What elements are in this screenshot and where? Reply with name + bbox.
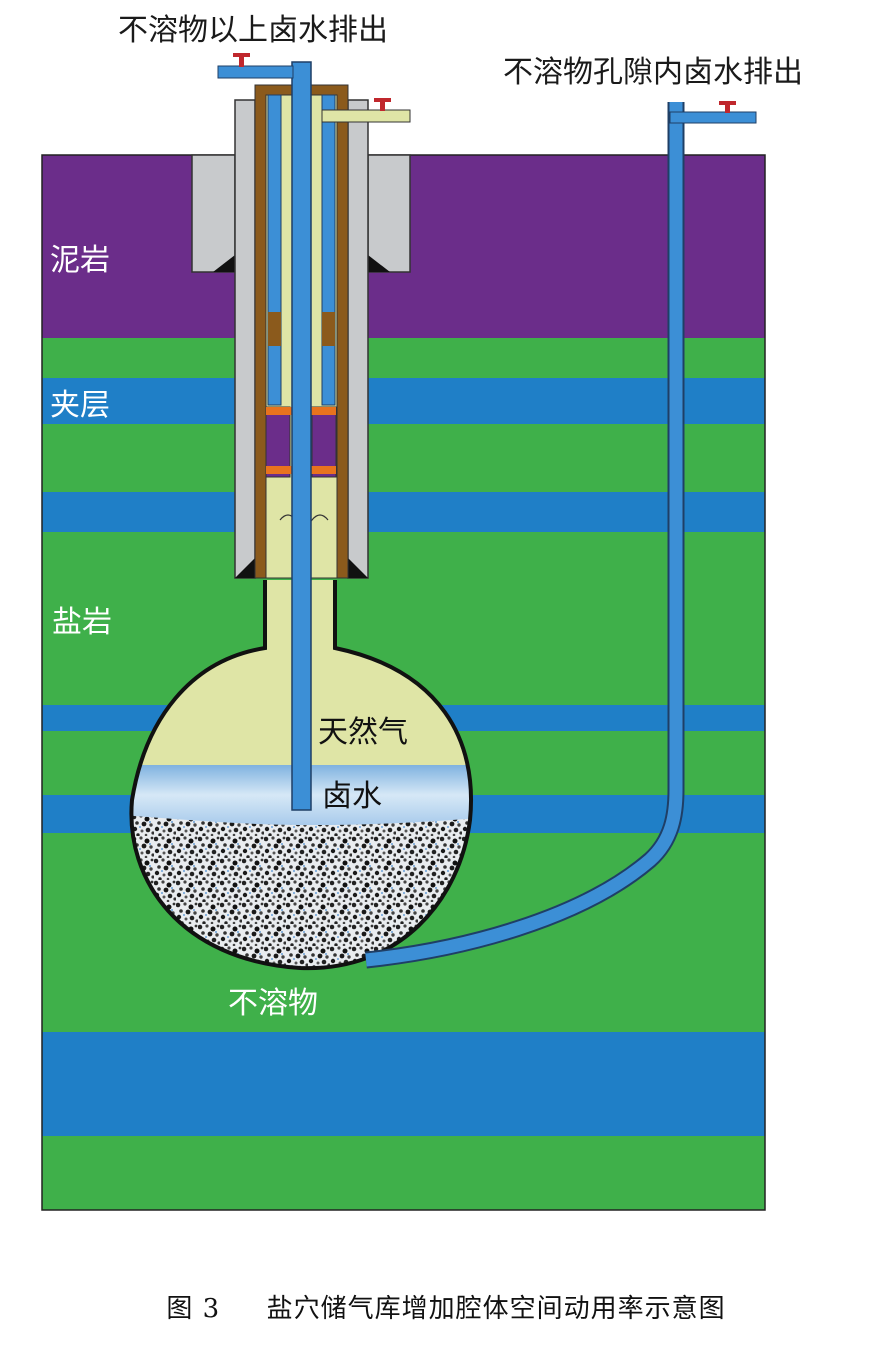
annulus-outlet-valve-icon[interactable]: [374, 98, 391, 111]
casing-shoe-left-top: [213, 255, 235, 272]
annulus-outlet-pipe: [321, 109, 411, 123]
figure-caption: 图 3 盐穴储气库增加腔体空间动用率示意图: [0, 1288, 892, 1325]
label-pore-outlet: 不溶物孔隙内卤水排出: [503, 55, 803, 90]
label-interlayer: 夹层: [50, 388, 110, 423]
label-mudstone: 泥岩: [50, 243, 110, 278]
label-brine: 卤水: [322, 779, 382, 814]
figure-number: 图 3: [166, 1294, 221, 1324]
brown-ring-left: [268, 312, 281, 346]
conductor-casing-right: [367, 154, 411, 273]
brown-ring-right: [322, 312, 335, 346]
wellbore: [191, 61, 411, 811]
pore-outlet-pipe: [669, 111, 757, 124]
production-casing-right: [347, 99, 369, 579]
pore-brine-pipe-fill: [365, 102, 683, 967]
packer-right: [311, 406, 337, 478]
cavern-outline: [129, 580, 473, 971]
top-outlet-pipe: [217, 65, 294, 79]
label-insoluble: 不溶物: [228, 986, 318, 1021]
top-outlet-valve-icon[interactable]: [233, 53, 250, 67]
casing-shoe-left: [235, 558, 255, 578]
production-casing-left: [234, 99, 256, 579]
label-natural-gas: 天然气: [318, 715, 408, 750]
label-salt-rock: 盐岩: [52, 605, 112, 640]
inner-tubing-left: [267, 94, 282, 406]
figure-title: 盐穴储气库增加腔体空间动用率示意图: [266, 1294, 726, 1324]
label-top-outlet: 不溶物以上卤水排出: [118, 13, 388, 48]
interlayer-band-2: [42, 492, 765, 532]
interlayer-band-5: [42, 1032, 765, 1136]
central-tubing: [291, 61, 312, 811]
conductor-casing-left: [191, 154, 236, 273]
casing-shoe-right: [348, 558, 368, 578]
inner-tubing-right: [321, 94, 336, 406]
casing-shoe-right-top: [368, 255, 390, 272]
interlayer-band-1: [42, 378, 765, 424]
packer-left: [265, 406, 291, 478]
pore-outlet-valve-icon[interactable]: [719, 101, 736, 113]
wellhead-outlets: [217, 53, 757, 969]
